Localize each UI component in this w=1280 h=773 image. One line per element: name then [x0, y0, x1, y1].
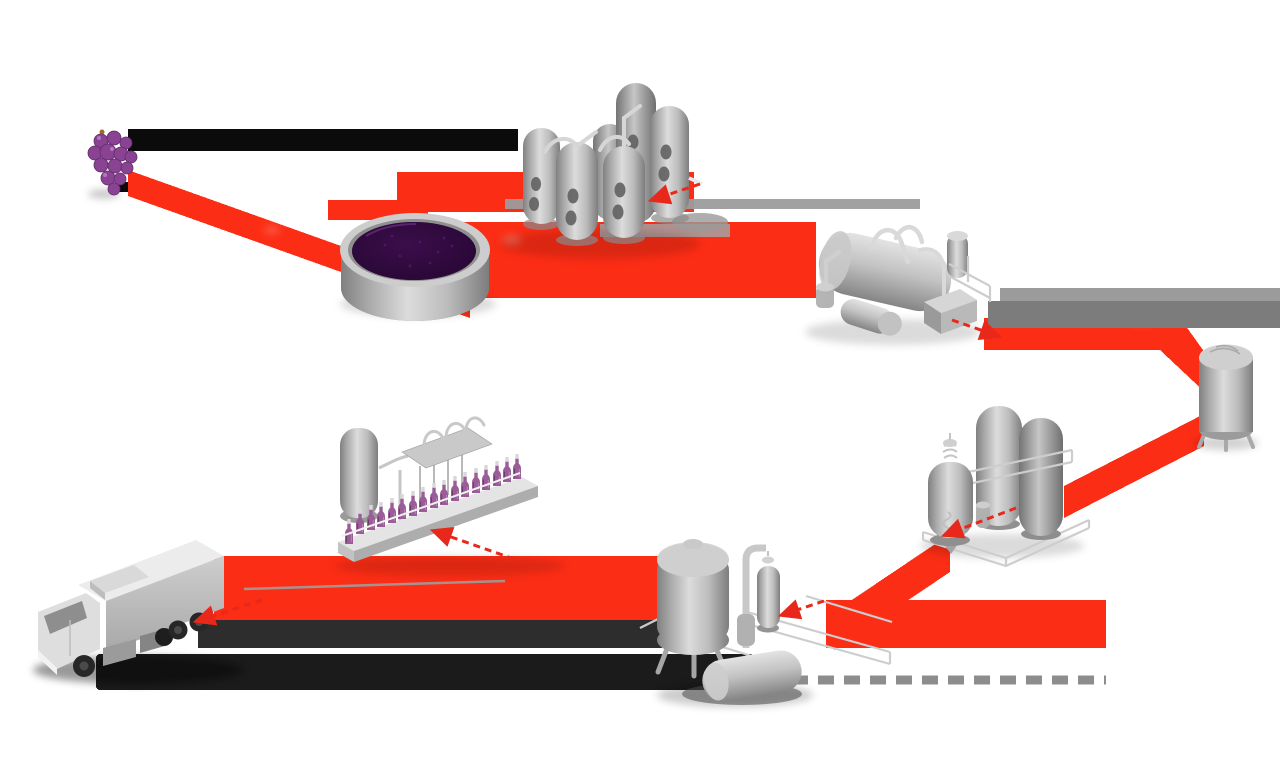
thin-arrow-to-storage — [951, 318, 1003, 341]
dark-band-upper — [198, 620, 662, 648]
conveyor-front — [354, 486, 538, 562]
thin-arrow-to-stabilization — [777, 599, 825, 620]
grape-bunch-icon — [87, 129, 138, 196]
storage-tank-icon — [1197, 344, 1255, 452]
arrow-press-to-storage — [984, 318, 1226, 412]
conveyor-top — [338, 477, 538, 551]
cab-deflector — [90, 565, 149, 593]
thin-arrow-to-bottling — [429, 527, 515, 561]
gray-shadow-strips — [243, 199, 1280, 685]
trailer-side — [106, 556, 224, 652]
arrow-block-bottom-right — [826, 600, 1106, 648]
thin-arrow-to-filtration — [940, 506, 1017, 539]
thin-flow-arrows — [192, 182, 1017, 626]
tank-piping — [543, 104, 642, 154]
thin-arrow-to-fermentation — [647, 182, 701, 205]
dark-band-lower — [96, 654, 754, 690]
bottling-line-icon — [338, 416, 538, 562]
windshield — [44, 601, 87, 634]
top-black-band — [128, 129, 518, 151]
wine-press-icon — [816, 225, 992, 336]
crusher-vat-icon — [340, 213, 490, 321]
bumper — [38, 650, 57, 675]
fermentation-tanks-icon — [523, 83, 703, 246]
stabilization-unit-icon — [639, 539, 893, 705]
arrow-storage-to-filtration — [1064, 414, 1204, 518]
delivery-truck-icon — [38, 540, 224, 677]
